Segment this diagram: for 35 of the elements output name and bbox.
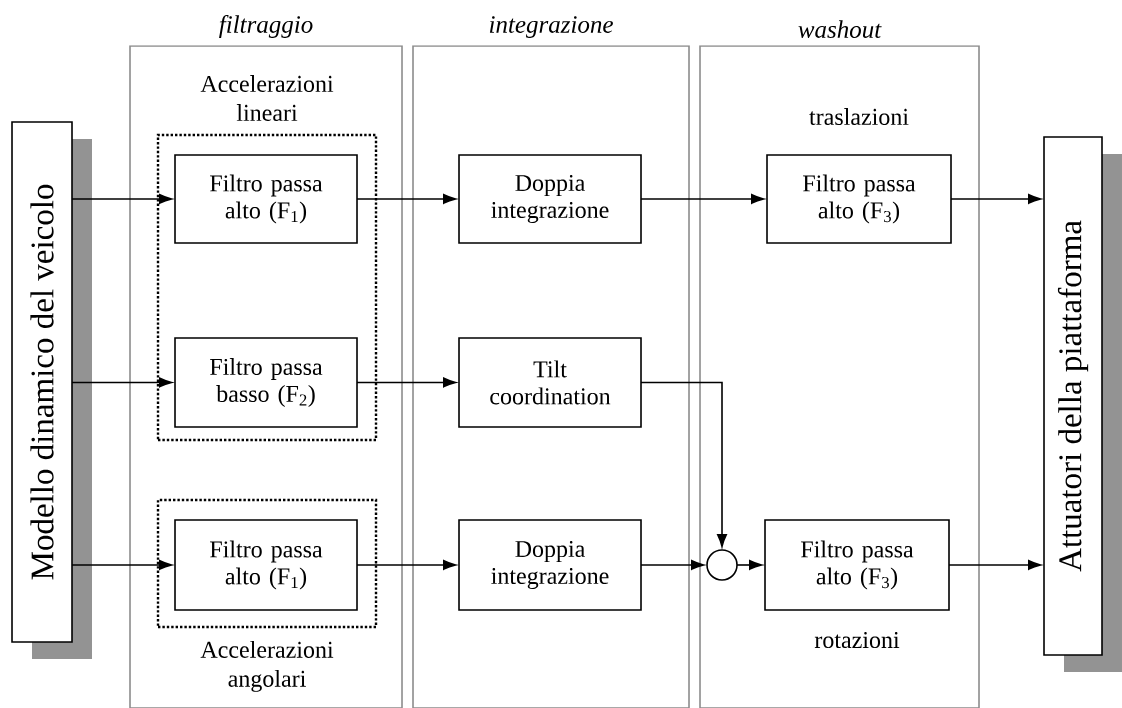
group-heading: Accelerazioni lineari — [200, 75, 334, 121]
arrow — [356, 560, 457, 570]
arrow — [640, 560, 705, 570]
arrow — [948, 560, 1042, 570]
process-box: Filtro passa alto (F$_{1}$) — [174, 519, 358, 611]
arrow — [736, 560, 763, 570]
process-box: Filtro passa alto (F$_{1}$) — [174, 154, 358, 244]
vertical-block: Attuatori della piattaforma — [1043, 136, 1122, 672]
group-heading: Accelerazioni angolari — [200, 641, 334, 692]
arrow — [71, 560, 173, 570]
column-panel — [699, 20, 980, 708]
arrow — [356, 194, 457, 204]
block-caption: traslazioni — [809, 108, 909, 125]
process-box: Doppia integrazione — [458, 154, 642, 244]
process-box: Doppia integrazione — [458, 519, 642, 611]
panel-title: filtraggio — [219, 15, 313, 38]
arrow — [71, 377, 173, 388]
dotted-group-box — [156, 75, 378, 442]
process-box: Filtro passa alto (F$_{3}$) — [766, 154, 952, 244]
summing-junction — [706, 549, 738, 581]
block-caption: rotazioni — [814, 632, 900, 649]
arrow — [356, 377, 457, 388]
vertical-block: Modello dinamico del veicolo — [11, 121, 92, 659]
column-panel — [129, 15, 403, 708]
dotted-group-box — [156, 498, 378, 692]
process-box: Filtro passa basso (F$_{2}$) — [174, 337, 358, 428]
column-panel — [412, 16, 690, 708]
arrow — [640, 381, 727, 548]
process-box: Filtro passa alto (F$_{3}$) — [764, 519, 950, 611]
arrow — [71, 194, 173, 204]
process-box: Tilt coordination — [458, 337, 642, 428]
arrow — [950, 194, 1042, 204]
arrow — [640, 194, 765, 204]
panel-title: integrazione — [489, 16, 613, 38]
panel-title: washout — [798, 20, 882, 38]
